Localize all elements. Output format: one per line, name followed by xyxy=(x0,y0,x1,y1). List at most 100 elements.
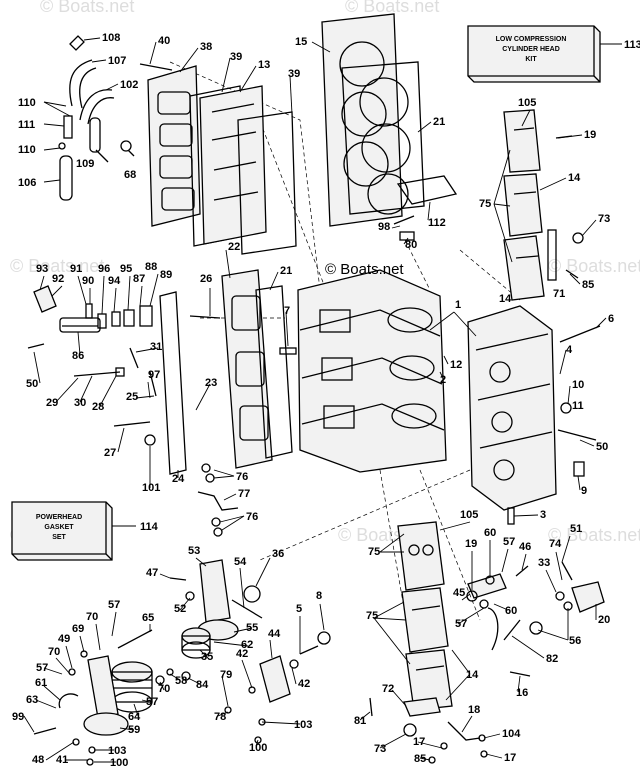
callout-29: 29 xyxy=(46,397,58,409)
cylinder-head-gasket xyxy=(341,61,425,215)
callout-40: 40 xyxy=(158,35,170,47)
callout-27: 27 xyxy=(104,447,116,459)
callout-39: 39 xyxy=(230,51,242,63)
cover-plate xyxy=(396,175,458,205)
callout-44: 44 xyxy=(268,628,281,640)
callout-102: 102 xyxy=(120,79,138,91)
reed-valve-stack-bottom xyxy=(397,521,453,711)
callout-72: 72 xyxy=(382,683,394,695)
leader-lines xyxy=(23,37,622,763)
callout-7: 7 xyxy=(284,305,290,317)
small-washers xyxy=(68,650,266,766)
callout-21: 21 xyxy=(280,265,292,277)
callout-33: 33 xyxy=(538,557,550,569)
callout-25: 25 xyxy=(126,391,138,403)
callout-107: 107 xyxy=(108,55,126,67)
callout-98: 98 xyxy=(378,221,390,233)
callout-74: 74 xyxy=(549,538,562,550)
powerhead-gasket-set-box: POWERHEAD GASKET SET xyxy=(11,501,113,561)
callout-97: 97 xyxy=(148,369,160,381)
callout-110: 110 xyxy=(18,97,36,109)
callout-14: 14 xyxy=(466,669,479,681)
callout-101: 101 xyxy=(142,482,160,494)
kit-label-line: SET xyxy=(52,534,66,541)
callout-12: 12 xyxy=(450,359,462,371)
callout-2: 2 xyxy=(440,374,446,386)
callout-56: 56 xyxy=(569,635,581,647)
callout-86: 86 xyxy=(72,350,84,362)
connecting-rod-lower xyxy=(33,629,153,736)
callout-24: 24 xyxy=(172,473,185,485)
bolt xyxy=(189,315,221,319)
watermark-text: © Boats.net xyxy=(10,256,104,276)
bleed-hoses-group xyxy=(58,35,135,201)
throttle-bracket xyxy=(466,565,529,651)
callout-47: 47 xyxy=(146,567,158,579)
inner-exhaust-cover xyxy=(199,85,267,245)
callout-105: 105 xyxy=(518,97,536,109)
callout-89: 89 xyxy=(160,269,172,281)
callout-45: 45 xyxy=(453,587,465,599)
callout-78: 78 xyxy=(214,711,226,723)
callout-49: 49 xyxy=(58,633,70,645)
callout-96: 96 xyxy=(98,263,110,275)
callout-19: 19 xyxy=(584,129,596,141)
callout-73: 73 xyxy=(598,213,610,225)
callout-26: 26 xyxy=(200,273,212,285)
callout-65: 65 xyxy=(142,612,154,624)
callout-5: 5 xyxy=(296,603,302,615)
callout-13: 13 xyxy=(258,59,270,71)
callout-81: 81 xyxy=(354,715,366,727)
callout-39: 39 xyxy=(288,68,300,80)
callout-80: 80 xyxy=(405,239,417,251)
callout-110: 110 xyxy=(18,144,36,156)
callout-4: 4 xyxy=(566,344,573,356)
callout-60: 60 xyxy=(505,605,517,617)
callout-94: 94 xyxy=(108,275,121,287)
kit-label-line: CYLINDER HEAD xyxy=(502,46,560,53)
callout-54: 54 xyxy=(234,556,247,568)
callout-75: 75 xyxy=(368,546,380,558)
callout-41: 41 xyxy=(56,754,68,766)
callout-59: 59 xyxy=(128,724,140,736)
callout-95: 95 xyxy=(120,263,132,275)
callout-31: 31 xyxy=(150,341,162,353)
callout-21: 21 xyxy=(433,116,445,128)
cylinder-head-outer xyxy=(321,13,403,227)
callout-105: 105 xyxy=(460,509,478,521)
callout-58: 58 xyxy=(175,675,187,687)
callout-77: 77 xyxy=(238,488,250,500)
callout-23: 23 xyxy=(205,377,217,389)
callout-109: 109 xyxy=(76,158,94,170)
callout-57: 57 xyxy=(455,618,467,630)
callout-22: 22 xyxy=(228,241,240,253)
reed-valve-stack-top xyxy=(503,109,584,301)
callout-11: 11 xyxy=(572,400,584,412)
callout-92: 92 xyxy=(52,273,64,285)
callout-88: 88 xyxy=(145,261,157,273)
callout-57: 57 xyxy=(503,536,515,548)
cylinder-block xyxy=(297,269,447,473)
callout-9: 9 xyxy=(581,485,587,497)
callout-103: 103 xyxy=(108,745,126,757)
callout-76: 76 xyxy=(236,471,248,483)
callout-87: 87 xyxy=(133,273,145,285)
linkage-arm xyxy=(259,631,331,703)
callout-63: 63 xyxy=(26,694,38,706)
kit-label-line: GASKET xyxy=(44,524,74,531)
callout-19: 19 xyxy=(465,538,477,550)
callout-35: 35 xyxy=(201,651,213,663)
callout-36: 36 xyxy=(272,548,284,560)
sensor-assembly xyxy=(529,561,605,635)
callout-100: 100 xyxy=(110,757,128,769)
callout-46: 46 xyxy=(519,541,531,553)
callout-8: 8 xyxy=(316,590,322,602)
callout-57: 57 xyxy=(36,662,48,674)
callout-48: 48 xyxy=(32,754,44,766)
callout-79: 79 xyxy=(220,669,232,681)
callout-42: 42 xyxy=(236,648,248,660)
transfer-port-gasket xyxy=(255,285,293,459)
watermark-text: © Boats.net xyxy=(548,525,640,545)
kit-label-line: KIT xyxy=(525,56,537,63)
